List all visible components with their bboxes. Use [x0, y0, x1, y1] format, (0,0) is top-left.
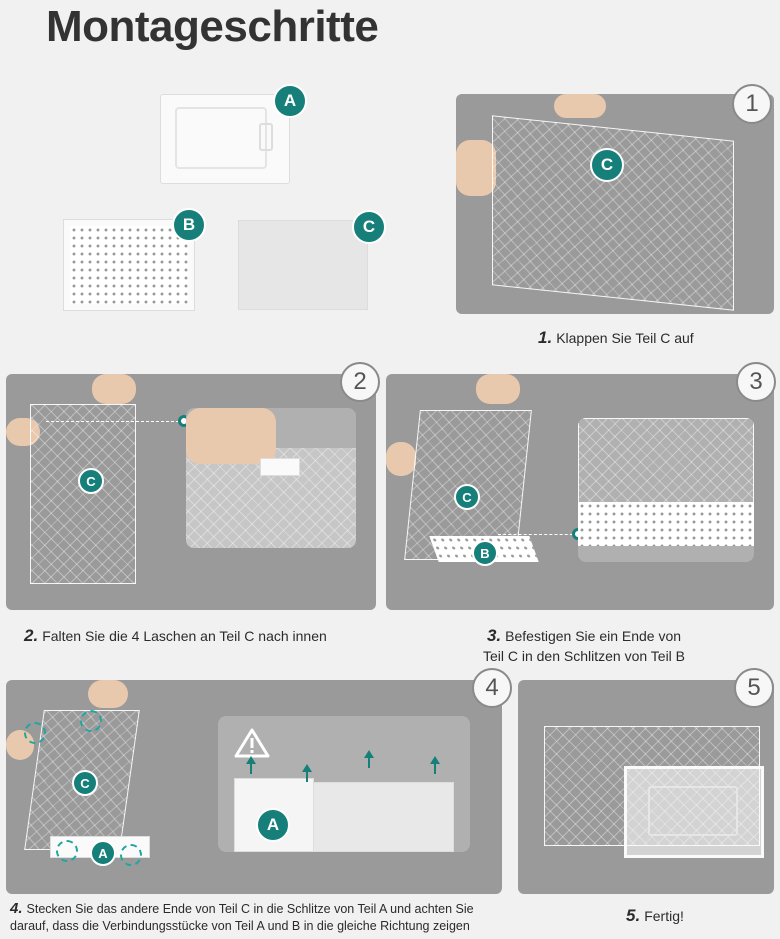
step-4-arrow-1	[246, 756, 256, 774]
part-c-image	[238, 220, 368, 310]
step-4-ring-2	[80, 710, 102, 732]
step-3-number: 3	[736, 362, 776, 402]
step-2-detail	[186, 408, 356, 548]
step-2-connector	[46, 421, 184, 422]
step-2-box	[30, 404, 136, 584]
step-1-caption-num: 1.	[538, 328, 553, 347]
step-3-connector	[498, 534, 578, 535]
step-5-caption-num: 5.	[626, 906, 641, 925]
step-5-caption-text: Fertig!	[644, 908, 684, 924]
part-a-badge: A	[273, 84, 307, 118]
step-4-arrow-3	[364, 750, 374, 768]
step-3-detail-base	[578, 502, 754, 546]
step-4-arrow-2	[302, 764, 312, 782]
step-4-badge-a: A	[90, 840, 116, 866]
step-3-hand-left	[386, 442, 416, 476]
step-5-number: 5	[734, 668, 774, 708]
step-4-arrow-4	[430, 756, 440, 774]
step-3-caption-num: 3.	[486, 626, 502, 645]
step-3-detail-wall	[578, 418, 754, 504]
part-b-badge: B	[172, 208, 206, 242]
step-4-ring-4	[120, 844, 142, 866]
step-5-panel	[518, 680, 774, 894]
step-4-detail: A	[218, 716, 470, 852]
step-4-badge-c: C	[72, 770, 98, 796]
step-1-caption-text: Klappen Sie Teil C auf	[556, 330, 694, 346]
step-2-caption: 2.Falten Sie die 4 Laschen an Teil C nac…	[24, 626, 327, 646]
step-4-ring-1	[24, 722, 46, 744]
warning-triangle-icon	[234, 728, 270, 758]
step-4-caption-line1: Stecken Sie das andere Ende von Teil C i…	[26, 902, 474, 916]
step-2-hand-top	[92, 374, 136, 404]
step-4-number: 4	[472, 668, 512, 708]
step-1-caption: 1.Klappen Sie Teil C auf	[538, 328, 694, 348]
step-1-number: 1	[732, 84, 772, 124]
step-1-hand-top	[554, 94, 606, 118]
step-4-caption-num: 4.	[10, 900, 23, 917]
part-b-image	[64, 220, 194, 310]
step-2-badge: C	[78, 468, 104, 494]
part-c-badge: C	[352, 210, 386, 244]
step-3-hand-top	[476, 374, 520, 404]
step-1-badge: C	[590, 148, 624, 182]
step-4-hand-top	[88, 680, 128, 708]
step-1-hand-left	[456, 140, 496, 196]
part-a-image	[160, 94, 290, 184]
step-4-ring-3	[56, 840, 78, 862]
step-3-panel: C B	[386, 374, 774, 610]
step-2-detail-flap	[260, 458, 300, 476]
step-3-caption-line1: Befestigen Sie ein Ende von	[505, 628, 682, 644]
step-2-hand-left	[6, 418, 40, 446]
step-4-caption-line2: darauf, dass die Verbindungsstücke von T…	[10, 919, 470, 933]
step-5-caption: 5.Fertig!	[626, 906, 684, 926]
step-2-caption-text: Falten Sie die 4 Laschen an Teil C nach …	[42, 628, 327, 644]
step-1-panel: C	[456, 94, 774, 314]
step-4-panel: C A A	[6, 680, 502, 894]
step-3-badge-c: C	[454, 484, 480, 510]
step-4-detail-badge: A	[256, 808, 290, 842]
step-3-caption-line2: Teil C in den Schlitzen von Teil B	[482, 648, 686, 664]
step-5-box-window	[648, 786, 738, 836]
step-4-caption: 4.Stecken Sie das andere Ende von Teil C…	[10, 900, 474, 935]
step-1-box	[492, 115, 734, 311]
step-3-detail	[578, 418, 754, 562]
step-2-number: 2	[340, 362, 380, 402]
step-2-detail-hand	[186, 408, 276, 464]
step-5-box-front	[624, 766, 764, 858]
step-3-badge-b: B	[472, 540, 498, 566]
page-title: Montageschritte	[46, 2, 379, 51]
step-3-caption: 3.Befestigen Sie ein Ende von Teil C in …	[444, 626, 724, 666]
step-2-caption-num: 2.	[24, 626, 39, 645]
step-2-panel: C	[6, 374, 376, 610]
